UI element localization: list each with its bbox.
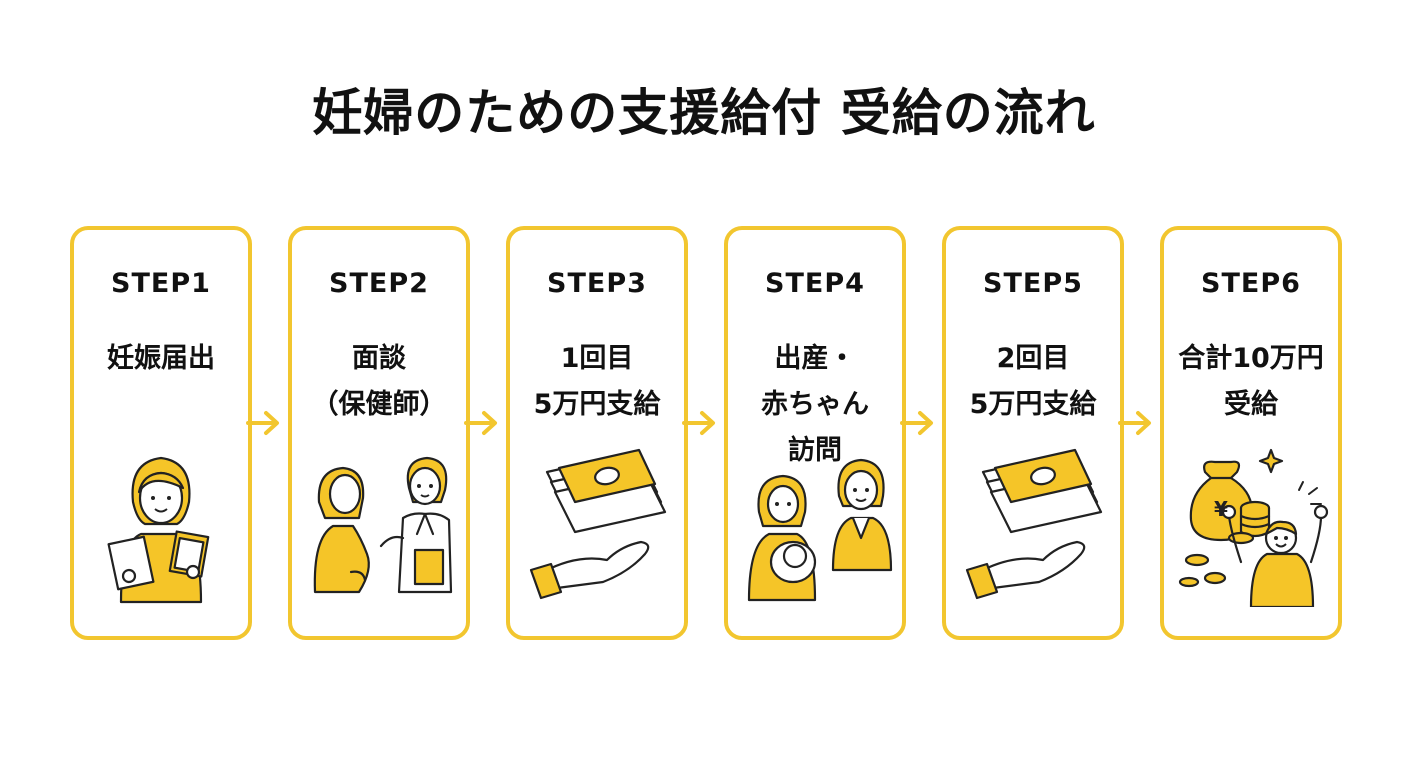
- step-text: 妊娠届出: [74, 336, 248, 382]
- step-text-line: 合計10万円: [1178, 343, 1324, 374]
- step-text-line: 5万円支給: [969, 389, 1097, 420]
- step-text-line: 受給: [1224, 389, 1278, 420]
- step-text-line: 2回目: [996, 343, 1070, 374]
- page-title: 妊婦のための支援給付 受給の流れ: [312, 84, 1096, 142]
- arrow-right-icon: [682, 411, 715, 435]
- step-text: 出産・ 赤ちゃん 訪問: [728, 336, 902, 474]
- money-on-hand-icon: [965, 448, 1103, 600]
- pregnant-woman-with-documents-icon: [107, 456, 210, 604]
- step-label: STEP2: [329, 268, 429, 299]
- arrow-right-icon: [246, 411, 279, 435]
- step-text-line: 出産・: [774, 343, 856, 374]
- step-card-2: STEP2 面談 （保健師）: [288, 226, 470, 640]
- step-text-line: 5万円支給: [533, 389, 661, 420]
- consultation-with-nurse-icon: [313, 456, 453, 594]
- step-text-line: 1回目: [560, 343, 634, 374]
- step-text: 合計10万円 受給: [1164, 336, 1338, 428]
- step-text: 面談 （保健師）: [292, 336, 466, 428]
- mother-baby-visit-icon: [747, 458, 893, 602]
- step-label: STEP6: [1201, 268, 1301, 299]
- step-flow: STEP1 妊娠届出 STEP2 面談 （保健: [0, 226, 1408, 642]
- step-text-line: 面談: [352, 343, 406, 374]
- step-label: STEP4: [765, 268, 865, 299]
- arrow-right-icon: [1118, 411, 1151, 435]
- arrow-right-icon: [464, 411, 497, 435]
- step-card-3: STEP3 1回目 5万円支給: [506, 226, 688, 640]
- step-card-1: STEP1 妊娠届出: [70, 226, 252, 640]
- step-text-line: 赤ちゃん: [761, 389, 869, 420]
- step-text-line: 妊娠届出: [107, 343, 215, 374]
- step-card-4: STEP4 出産・ 赤ちゃん 訪問: [724, 226, 906, 640]
- arrow-right-icon: [900, 411, 933, 435]
- step-label: STEP3: [547, 268, 647, 299]
- step-card-5: STEP5 2回目 5万円支給: [942, 226, 1124, 640]
- money-on-hand-icon: [529, 448, 667, 600]
- yen-mark: ¥: [1214, 497, 1228, 521]
- step-text-line: 訪問: [788, 435, 842, 466]
- money-bag-celebration-icon: ¥: [1178, 448, 1329, 607]
- step-text-line: （保健師）: [311, 389, 447, 420]
- step-card-6: STEP6 合計10万円 受給: [1160, 226, 1342, 640]
- step-text: 1回目 5万円支給: [510, 336, 684, 428]
- step-label: STEP5: [983, 268, 1083, 299]
- step-text: 2回目 5万円支給: [946, 336, 1120, 428]
- step-label: STEP1: [111, 268, 211, 299]
